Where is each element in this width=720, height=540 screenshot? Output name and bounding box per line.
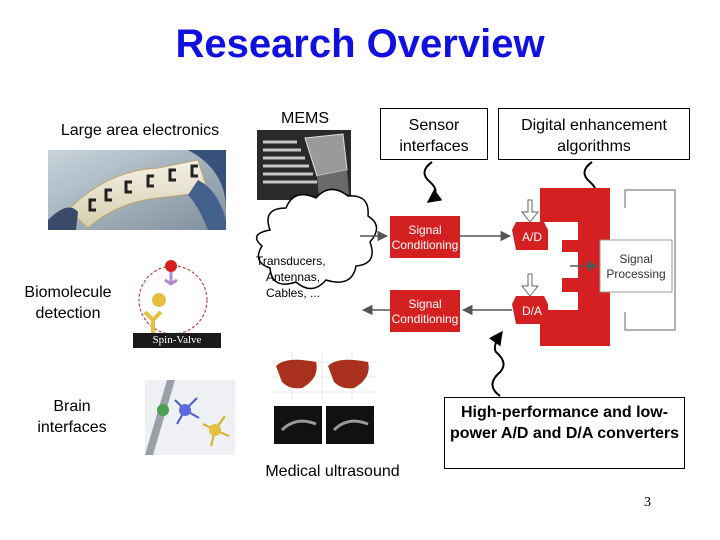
digital-enhancement-label: Digital enhancement algorithms (521, 117, 667, 155)
transducer-cloud (255, 188, 378, 290)
signal-conditioning-bottom-label-2: Conditioning (392, 312, 459, 326)
ultrasound-label: Medical ultrasound (265, 463, 400, 480)
ultrasound-image (272, 352, 376, 446)
biomolecule-image (138, 260, 208, 335)
sensor-pointer-arrow (423, 161, 443, 203)
sensor-interfaces-box: Sensor interfaces (380, 108, 488, 160)
cloud-text-line: Antennas, (266, 270, 320, 284)
converters-box: High-performance and low-power A/D and D… (444, 397, 685, 469)
ad-label: A/D (522, 230, 542, 244)
signal-conditioning-top-label-1: Signal (408, 223, 441, 237)
signal-conditioning-bottom (390, 290, 460, 332)
signal-processing-label-1: Signal (619, 252, 652, 266)
sensor-interfaces-label: Sensor interfaces (399, 117, 469, 155)
page-number: 3 (644, 495, 651, 510)
slide-title: Research Overview (175, 22, 545, 66)
flexible-electronics-image (48, 150, 226, 230)
signal-conditioning-top-label-2: Conditioning (392, 238, 459, 252)
signal-chain-diagram: Transducers, Antennas, Cables, ... Signa… (255, 161, 676, 346)
biomolecule-label: Biomolecule detection (24, 284, 112, 322)
converters-label: High-performance and low-power A/D and D… (449, 404, 680, 442)
mems-image (257, 130, 351, 200)
signal-processing-label-2: Processing (606, 267, 665, 281)
da-block (512, 296, 548, 324)
cloud-text: Transducers, Antennas, Cables, ... (256, 254, 326, 300)
da-label: D/A (522, 304, 542, 318)
signal-processing-block (540, 188, 610, 346)
cloud-text-line: Transducers, (256, 254, 326, 268)
brain-interface-image (145, 380, 235, 455)
cloud-text-line: Cables, ... (266, 286, 320, 300)
digital-enhancement-box: Digital enhancement algorithms (498, 108, 690, 160)
converter-pointer-arrow (488, 330, 505, 397)
signal-conditioning-top (390, 216, 460, 258)
mems-label: MEMS (281, 110, 329, 127)
ad-block (512, 222, 548, 250)
large-area-label: Large area electronics (60, 122, 220, 139)
brain-label: Brain interfaces (37, 398, 107, 436)
signal-processing-box (599, 239, 673, 293)
signal-conditioning-bottom-label-1: Signal (408, 297, 441, 311)
spin-valve-label: Spin-Valve (133, 333, 221, 348)
